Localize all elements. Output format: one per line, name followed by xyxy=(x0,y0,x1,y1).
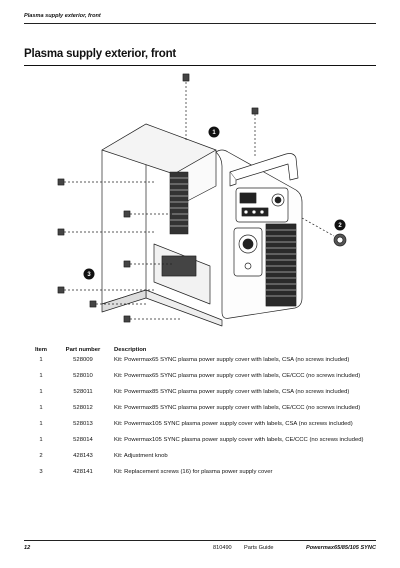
part-number-cell: 528014 xyxy=(73,436,93,443)
part-number-cell: 428141 xyxy=(73,468,93,475)
description-cell: Kit: Powermax65 SYNC plasma power supply… xyxy=(114,357,350,363)
table-row: 1 528014 Kit: Powermax105 SYNC plasma po… xyxy=(24,437,376,453)
part-number-cell: 528010 xyxy=(73,372,93,379)
description-cell: Kit: Powermax65 SYNC plasma power supply… xyxy=(114,372,361,379)
column-header-item: Item xyxy=(34,347,48,353)
svg-text:2: 2 xyxy=(338,223,342,229)
power-supply-illustration: 1 2 3 xyxy=(57,73,347,327)
header-rule xyxy=(24,23,376,24)
part-number-cell: 528011 xyxy=(73,388,93,395)
table-row: 1 528011 Kit: Powermax85 SYNC plasma pow… xyxy=(24,389,376,405)
item-cell: 1 xyxy=(39,436,43,443)
part-number-cell: 428143 xyxy=(73,452,93,459)
callout-1: 1 xyxy=(208,126,220,138)
callout-2: 2 xyxy=(334,219,346,231)
page-title: Plasma supply exterior, front xyxy=(24,48,177,60)
description-cell: Kit: Powermax105 SYNC plasma power suppl… xyxy=(114,436,364,443)
description-cell: Kit: Powermax105 SYNC plasma power suppl… xyxy=(114,420,353,427)
guide-label: Parts Guide xyxy=(244,545,274,551)
table-row: 2 428143 Kit: Adjustment knob xyxy=(24,453,376,469)
part-number-cell: 528009 xyxy=(73,357,93,363)
item-cell: 1 xyxy=(39,388,43,395)
svg-text:3: 3 xyxy=(87,272,91,278)
item-cell: 2 xyxy=(39,452,43,459)
part-number-cell: 528013 xyxy=(73,420,93,427)
table-header-row: Item Part number Description xyxy=(24,345,376,357)
description-cell: Kit: Powermax85 SYNC plasma power supply… xyxy=(114,404,361,411)
product-name: Powermax65/85/105 SYNC xyxy=(306,545,376,551)
column-header-description: Description xyxy=(114,347,147,353)
item-cell: 3 xyxy=(39,468,43,475)
table-row: 1 528009 Kit: Powermax65 SYNC plasma pow… xyxy=(24,357,376,373)
description-cell: Kit: Adjustment knob xyxy=(114,452,168,459)
title-rule xyxy=(24,65,376,66)
table-row: 3 428141 Kit: Replacement screws (16) fo… xyxy=(24,469,376,485)
document-number: 810490 xyxy=(213,545,232,551)
description-cell: Kit: Powermax85 SYNC plasma power supply… xyxy=(114,388,350,395)
svg-text:1: 1 xyxy=(212,130,216,136)
item-cell: 1 xyxy=(39,357,43,363)
running-header: Plasma supply exterior, front xyxy=(24,13,101,19)
callout-3: 3 xyxy=(83,268,95,280)
table-row: 1 528012 Kit: Powermax85 SYNC plasma pow… xyxy=(24,405,376,421)
table-row: 1 528010 Kit: Powermax65 SYNC plasma pow… xyxy=(24,373,376,389)
description-cell: Kit: Replacement screws (16) for plasma … xyxy=(114,468,273,475)
item-cell: 1 xyxy=(39,420,43,427)
item-cell: 1 xyxy=(39,404,43,411)
item-cell: 1 xyxy=(39,372,43,379)
part-number-cell: 528012 xyxy=(73,404,93,411)
parts-table: Item Part number Description 1 528009 Ki… xyxy=(24,345,376,485)
table-row: 1 528013 Kit: Powermax105 SYNC plasma po… xyxy=(24,421,376,437)
column-header-part-number: Part number xyxy=(65,347,101,353)
page-number: 12 xyxy=(24,545,31,551)
exploded-view-figure: 1 2 3 xyxy=(50,68,360,336)
footer-rule xyxy=(24,540,376,541)
